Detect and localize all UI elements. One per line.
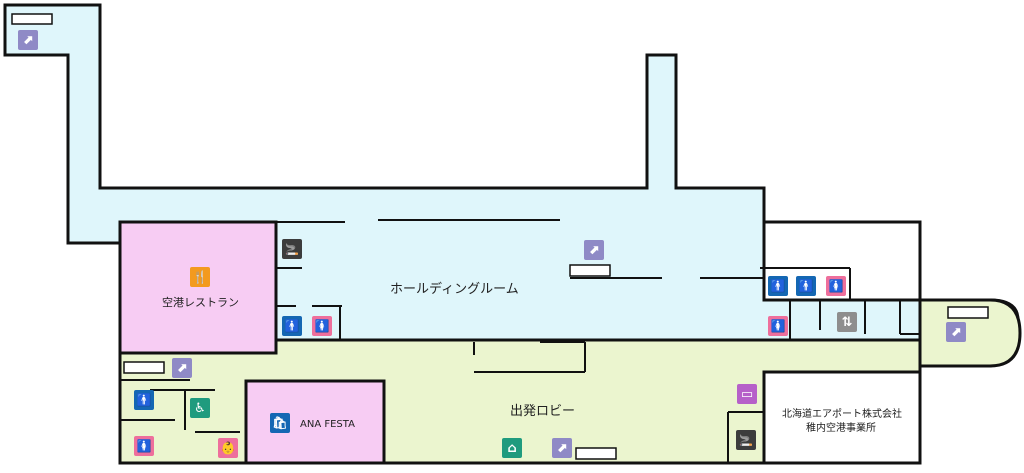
elevator-icon: ⇅	[837, 312, 857, 332]
accessible-restroom-icon: ♿	[190, 398, 210, 418]
ana-festa-area	[244, 379, 386, 465]
baby-room-icon: 👶	[218, 438, 238, 458]
office-label-line1: 北海道エアポート株式会社	[782, 409, 902, 420]
men-restroom-icon: 🚹	[282, 316, 302, 336]
stair-hatches	[11, 13, 989, 460]
holding-room-label: ホールディングルーム	[390, 282, 519, 297]
interior-walls	[120, 219, 920, 463]
lobby-end	[918, 298, 1022, 368]
women-restroom-icon: 🚺	[312, 316, 332, 336]
restaurant-area	[118, 220, 278, 355]
men-restroom-icon: 🚹	[134, 390, 154, 410]
men-restroom-icon: 🚹	[796, 276, 816, 296]
women-restroom-icon: 🚺	[826, 276, 846, 296]
stairs-icon: ⬈	[18, 30, 38, 50]
bench-icon: ⌂	[502, 438, 522, 458]
office-label-line2: 稚内空港事業所	[806, 423, 876, 434]
restaurant-label: 空港レストラン	[162, 296, 239, 309]
women-restroom-icon: 🚺	[134, 436, 154, 456]
stairs-icon: ⬈	[584, 240, 604, 260]
stairs-icon: ⬈	[552, 438, 572, 458]
food-icon: 🍴	[190, 267, 210, 287]
smoking-icon: 🚬	[736, 430, 756, 450]
office-area	[762, 370, 922, 465]
outer-wall	[118, 222, 922, 465]
men-restroom-icon: 🚹	[768, 276, 788, 296]
shop-icon: 🛍	[270, 413, 290, 433]
tv-icon: ▭	[737, 384, 757, 404]
stairs-icon: ⬈	[946, 322, 966, 342]
stairs-icon: ⬈	[172, 358, 192, 378]
women-restroom-icon: 🚺	[768, 316, 788, 336]
ana-festa-label: ANA FESTA	[300, 419, 355, 430]
departure-lobby-label: 出発ロビー	[510, 404, 576, 419]
smoking-icon: 🚬	[282, 239, 302, 259]
